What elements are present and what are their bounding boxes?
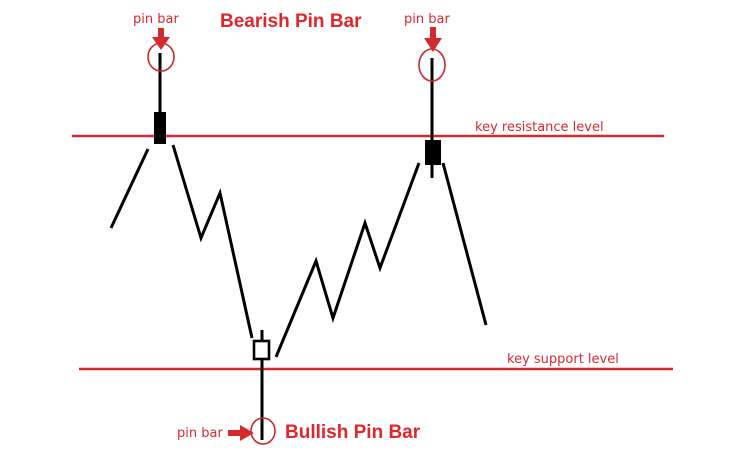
bearish-title: Bearish Pin Bar [220,11,362,32]
arrow-right-icon [228,425,254,441]
pin-bar-label-right: pin bar [404,12,450,27]
pin-bar-label-left: pin bar [133,12,179,27]
bearish-pin-bar-left [147,28,175,144]
arrow-down-icon [152,28,170,50]
price-path [109,144,488,358]
bullish-title: Bullish Pin Bar [285,422,421,443]
highlight-circle [250,417,276,445]
support-label: key support level [507,352,619,367]
bullish-pin-bar [228,330,276,445]
arrow-down-icon [424,27,442,52]
bearish-pin-bar-right [418,27,446,178]
resistance-label: key resistance level [475,120,604,135]
pin-bar-label-bottom: pin bar [177,426,223,441]
